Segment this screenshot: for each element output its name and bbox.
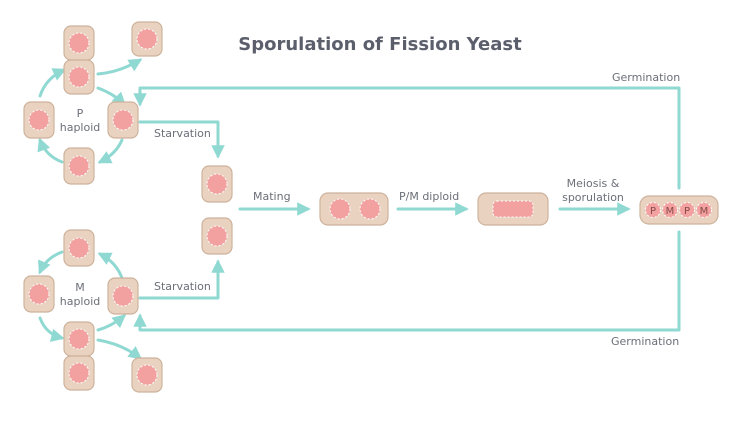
arrow-germination-top	[133, 86, 681, 190]
nucleus	[28, 109, 50, 131]
arrow-m-cycle-top-left	[38, 250, 64, 275]
nucleus	[112, 285, 134, 307]
nucleus	[359, 198, 381, 220]
p-haploid-label-line2: haploid	[59, 121, 101, 134]
nucleus	[206, 173, 228, 195]
arrow-p-cycle-bottom-left	[37, 137, 64, 164]
meiosis-label-line1: Meiosis &	[566, 177, 620, 190]
germination-bottom-label: Germination	[611, 335, 680, 348]
spore-letter: M	[700, 206, 709, 217]
p-haploid-label: P haploid	[54, 107, 106, 135]
spore-letter: M	[666, 206, 675, 217]
starvation-bottom-label: Starvation	[154, 280, 211, 293]
arrow-m-cycle-bottom-right	[96, 314, 127, 332]
spore	[645, 202, 661, 218]
diploid-cell	[477, 192, 549, 226]
arrow-starvation-top	[138, 120, 225, 159]
nucleus	[492, 200, 534, 218]
ascus: P M P M	[639, 195, 719, 225]
arrow-starvation-bottom	[138, 259, 225, 300]
nucleus	[68, 362, 90, 384]
nucleus	[68, 237, 90, 259]
arrow-m-cycle-top-right	[97, 252, 124, 280]
mating-label: Mating	[253, 190, 291, 203]
meiosis-label: Meiosis & sporulation	[556, 177, 630, 205]
nucleus	[112, 109, 134, 131]
nucleus	[68, 66, 90, 88]
nucleus	[136, 364, 158, 386]
nucleus	[206, 225, 228, 247]
nucleus	[136, 28, 158, 50]
p-haploid-cells	[23, 21, 163, 185]
spore	[662, 202, 678, 218]
nucleus	[68, 328, 90, 350]
mating-cell	[319, 192, 389, 226]
starved-cells	[201, 165, 233, 255]
m-haploid-label-line2: haploid	[59, 295, 101, 308]
nucleus	[68, 155, 90, 177]
arrow-m-cycle-bottom-left	[38, 316, 65, 342]
diagram-title: Sporulation of Fission Yeast	[238, 34, 522, 55]
germination-top-label: Germination	[612, 71, 681, 84]
m-haploid-label-line1: M	[75, 281, 85, 294]
m-haploid-cells	[23, 229, 163, 393]
m-haploid-label: M haploid	[54, 281, 106, 309]
spore-letter: P	[650, 206, 656, 217]
p-haploid-label-line1: P	[76, 107, 84, 120]
arrow-p-cycle-bottom-right	[97, 138, 124, 164]
nucleus	[68, 32, 90, 54]
diploid-label: P/M diploid	[399, 190, 460, 203]
spore	[696, 202, 712, 218]
cell	[639, 195, 719, 225]
arrow-germination-bottom	[133, 230, 681, 332]
arrow-m-division-down	[96, 338, 143, 360]
arrow-p-cycle-top-left	[38, 68, 67, 98]
arrow-p-division-up	[96, 58, 143, 76]
meiosis-label-line2: sporulation	[562, 191, 624, 204]
starvation-top-label: Starvation	[154, 127, 211, 140]
nucleus	[329, 198, 351, 220]
nucleus	[28, 283, 50, 305]
spore	[679, 202, 695, 218]
spore-letter: P	[684, 206, 690, 217]
